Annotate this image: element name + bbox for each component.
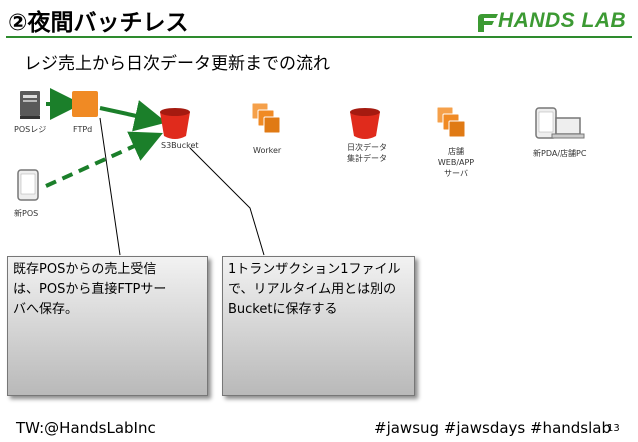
right-callout: 1トランザクション1ファイル で、リアルタイム用とは別の Bucketに保存する	[222, 256, 415, 396]
worker-label: Worker	[253, 146, 282, 155]
daily-data-label-line2: 集計データ	[347, 154, 387, 163]
footer-hashtags: #jawsug #jawsdays #handslab	[374, 419, 611, 437]
title-divider	[6, 36, 632, 38]
right-callout-line1: 1トランザクション1ファイル	[228, 262, 401, 277]
page-subtitle: レジ売上から日次データ更新までの流れ	[24, 54, 330, 74]
daily-data-label: 日次データ 集計データ	[347, 142, 387, 164]
hands-lab-logo: HANDS LAB	[470, 6, 628, 36]
store-server-label: 店舗 WEB/APP サーバ	[436, 146, 476, 179]
worker-instances-icon	[251, 102, 281, 134]
newpos-to-s3-arrow	[45, 131, 163, 188]
pos-register-icon	[20, 91, 40, 119]
left-callout-line1: 既存POSからの売上受信	[13, 262, 157, 277]
right-callout-line3: Bucketに保存する	[228, 302, 338, 317]
new-pos-device-icon	[17, 169, 39, 201]
new-pda-label: 新PDA/店舗PC	[533, 149, 587, 158]
new-pos-label: 新POS	[14, 209, 39, 218]
page-number: 13	[607, 423, 620, 434]
s3bucket-label: S3Bucket	[161, 141, 199, 150]
store-server-label-line1: 店舗	[448, 147, 464, 156]
daily-data-label-line1: 日次データ	[347, 143, 387, 152]
ftpd-to-s3-arrow	[99, 100, 167, 132]
left-callout: 既存POSからの売上受信 は、POSから直接FTPサー バへ保存。	[7, 256, 208, 396]
store-server-label-line2: WEB/APP	[437, 158, 475, 167]
hand-logo-icon	[478, 14, 498, 32]
store-server-icon	[436, 106, 466, 138]
page-title: ②夜間バッチレス	[8, 10, 189, 36]
left-callout-line2: は、POSから直接FTPサー	[13, 282, 167, 297]
right-callout-line2: で、リアルタイム用とは別の	[228, 282, 397, 297]
footer-twitter-handle: TW:@HandsLabInc	[16, 419, 156, 437]
daily-data-bucket-icon	[350, 108, 380, 139]
left-callout-pointer	[99, 117, 121, 256]
pda-pc-icon	[535, 107, 585, 139]
logo-text: HANDS LAB	[498, 9, 627, 32]
s3-bucket-icon	[160, 108, 190, 139]
pos-register-label: POSレジ	[14, 125, 47, 134]
ftpd-label: FTPd	[73, 125, 93, 134]
ftpd-server-icon	[72, 91, 98, 117]
left-callout-line3: バへ保存。	[13, 302, 79, 317]
right-callout-pointer	[189, 147, 265, 256]
store-server-label-line3: サーバ	[444, 169, 468, 178]
